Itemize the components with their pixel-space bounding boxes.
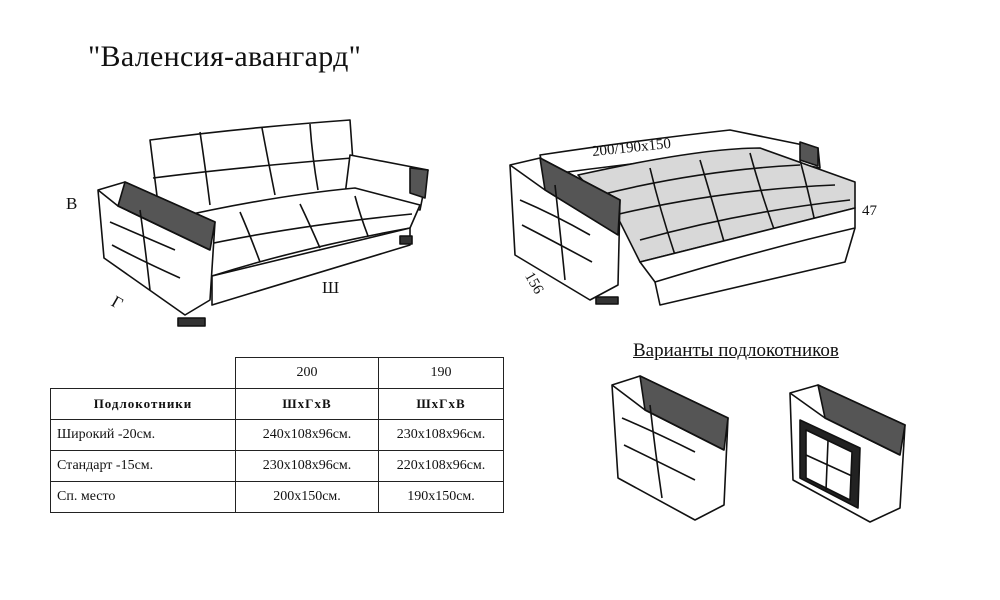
table-size-header-row: 200 190 — [50, 357, 504, 389]
row-label: Стандарт -15см. — [50, 450, 236, 482]
seat-height-label: 47 — [862, 203, 877, 219]
sofa-unfolded-drawing — [509, 129, 856, 306]
armrests-header: Подлокотники — [50, 388, 236, 420]
armrest-variant-shelf — [789, 384, 906, 523]
dims-header-190: ШхГхВ — [378, 388, 504, 420]
dimensions-table: 200 190 Подлокотники ШхГхВ ШхГхВ Широкий… — [50, 357, 504, 513]
row-label: Сп. место — [50, 481, 236, 513]
row-value-190: 220х108х96см. — [378, 450, 504, 482]
row-value-200: 230х108х96см. — [235, 450, 379, 482]
armrest-variant-wide — [611, 375, 729, 521]
height-label: В — [66, 194, 78, 213]
row-value-200: 200х150см. — [235, 481, 379, 513]
table-header-row: Подлокотники ШхГхВ ШхГхВ — [50, 388, 504, 420]
sofa-folded-drawing — [97, 119, 429, 327]
armrest-variants-title: Варианты подлокотников — [633, 340, 839, 361]
table-row: Сп. место 200х150см. 190х150см. — [50, 481, 504, 513]
page-title: "Валенсия-авангард" — [88, 40, 362, 73]
width-label: Ш — [322, 278, 340, 297]
size-header-190: 190 — [378, 357, 504, 389]
row-value-200: 240х108х96см. — [235, 419, 379, 451]
dims-header-200: ШхГхВ — [235, 388, 379, 420]
row-label: Широкий -20см. — [50, 419, 236, 451]
table-row: Стандарт -15см. 230х108х96см. 220х108х96… — [50, 450, 504, 482]
size-header-200: 200 — [235, 357, 379, 389]
row-value-190: 230х108х96см. — [378, 419, 504, 451]
table-row: Широкий -20см. 240х108х96см. 230х108х96с… — [50, 419, 504, 451]
row-value-190: 190х150см. — [378, 481, 504, 513]
